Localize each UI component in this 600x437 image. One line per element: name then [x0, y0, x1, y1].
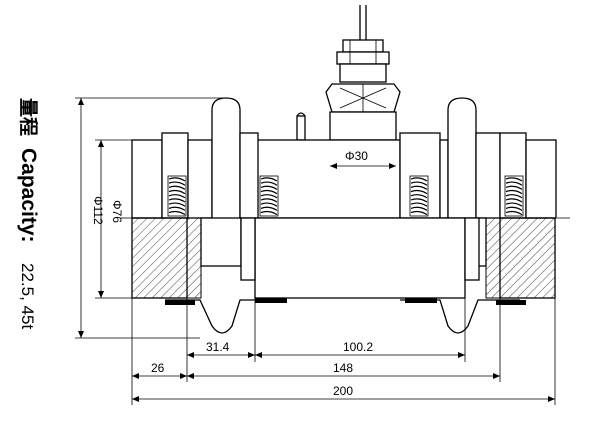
spring-coil — [167, 175, 187, 217]
top-pin — [296, 112, 306, 141]
dim-26: 26 — [132, 361, 187, 379]
dim-200-label: 200 — [333, 384, 353, 398]
body-upper — [131, 97, 557, 219]
capacity-caption: 量程 Capacity: 22.5, 45t — [17, 98, 40, 329]
dim-extension-lines — [131, 298, 556, 405]
spring-coil — [259, 175, 279, 217]
dim-31-4: 31.4 — [187, 340, 255, 358]
dim-31-4-label: 31.4 — [206, 340, 230, 354]
cable-gland — [325, 39, 401, 141]
dim-148: 148 — [187, 361, 500, 379]
dim-d30: Φ30 — [330, 149, 396, 169]
dim-d76: Φ76 — [95, 139, 132, 299]
dim-d76-label: Φ76 — [110, 200, 124, 223]
spring-coil — [409, 175, 429, 217]
springs — [167, 175, 524, 217]
dim-100-2: 100.2 — [255, 340, 465, 358]
dim-d30-label: Φ30 — [345, 149, 368, 163]
capacity-chinese: 量程 — [17, 98, 39, 136]
dim-200: 200 — [132, 384, 555, 402]
dim-d112-label: Φ112 — [91, 196, 105, 225]
cable — [359, 5, 367, 40]
body-lower-section — [131, 217, 556, 334]
dim-d112: Φ112 — [75, 97, 226, 339]
capacity-value: 22.5, 45t — [18, 263, 37, 329]
dim-100-2-label: 100.2 — [343, 340, 373, 354]
dim-148-label: 148 — [333, 361, 353, 375]
spring-coil — [504, 175, 524, 217]
capacity-label: Capacity: — [17, 148, 40, 243]
dim-26-label: 26 — [151, 361, 165, 375]
